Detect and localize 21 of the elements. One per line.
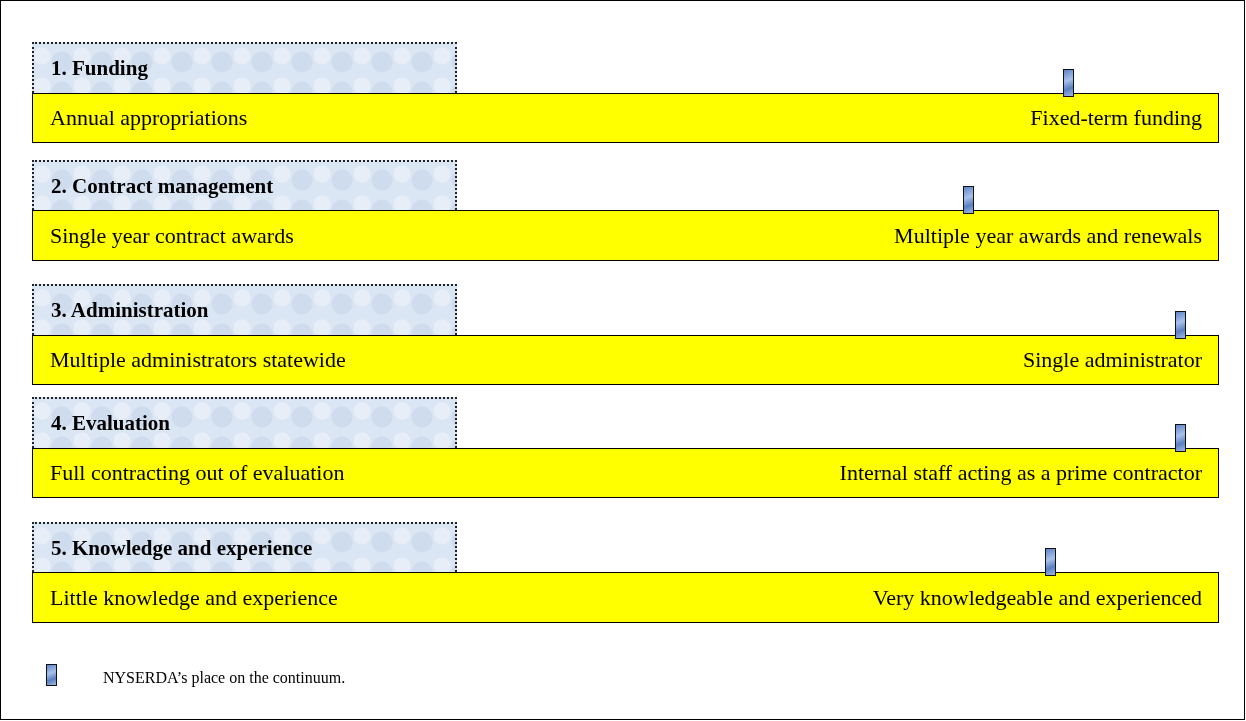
right-end-label: Multiple year awards and renewals xyxy=(894,222,1202,249)
left-end-label: Single year contract awards xyxy=(50,222,294,249)
continuum-bar xyxy=(32,448,1219,498)
category-tab: 2. Contract management xyxy=(32,160,457,210)
continuum-bar xyxy=(32,335,1219,385)
category-tab: 1. Funding xyxy=(32,42,457,93)
right-end-label: Internal staff acting as a prime contractor xyxy=(839,460,1202,486)
right-end-label: Single administrator xyxy=(1022,347,1202,373)
category-tab: 4. Evaluation xyxy=(32,397,457,448)
right-end-label: Fixed-term funding xyxy=(1030,105,1202,131)
legend-text: NYSERDA’s place on the continuum. xyxy=(103,669,346,687)
left-end-label: Full contracting out of evaluation xyxy=(50,460,345,486)
left-end-label: Annual appropriations xyxy=(50,105,248,131)
category-tab: 5. Knowledge and experience xyxy=(32,522,457,572)
continuum-bar xyxy=(32,93,1219,143)
left-end-label: Multiple administrators statewide xyxy=(50,347,346,373)
continuum-bar xyxy=(32,572,1219,623)
right-end-label: Very knowledgeable and experienced xyxy=(872,584,1202,611)
category-tab: 3. Administration xyxy=(32,284,457,335)
continuum-bar xyxy=(32,210,1219,261)
left-end-label: Little knowledge and experience xyxy=(50,584,338,611)
